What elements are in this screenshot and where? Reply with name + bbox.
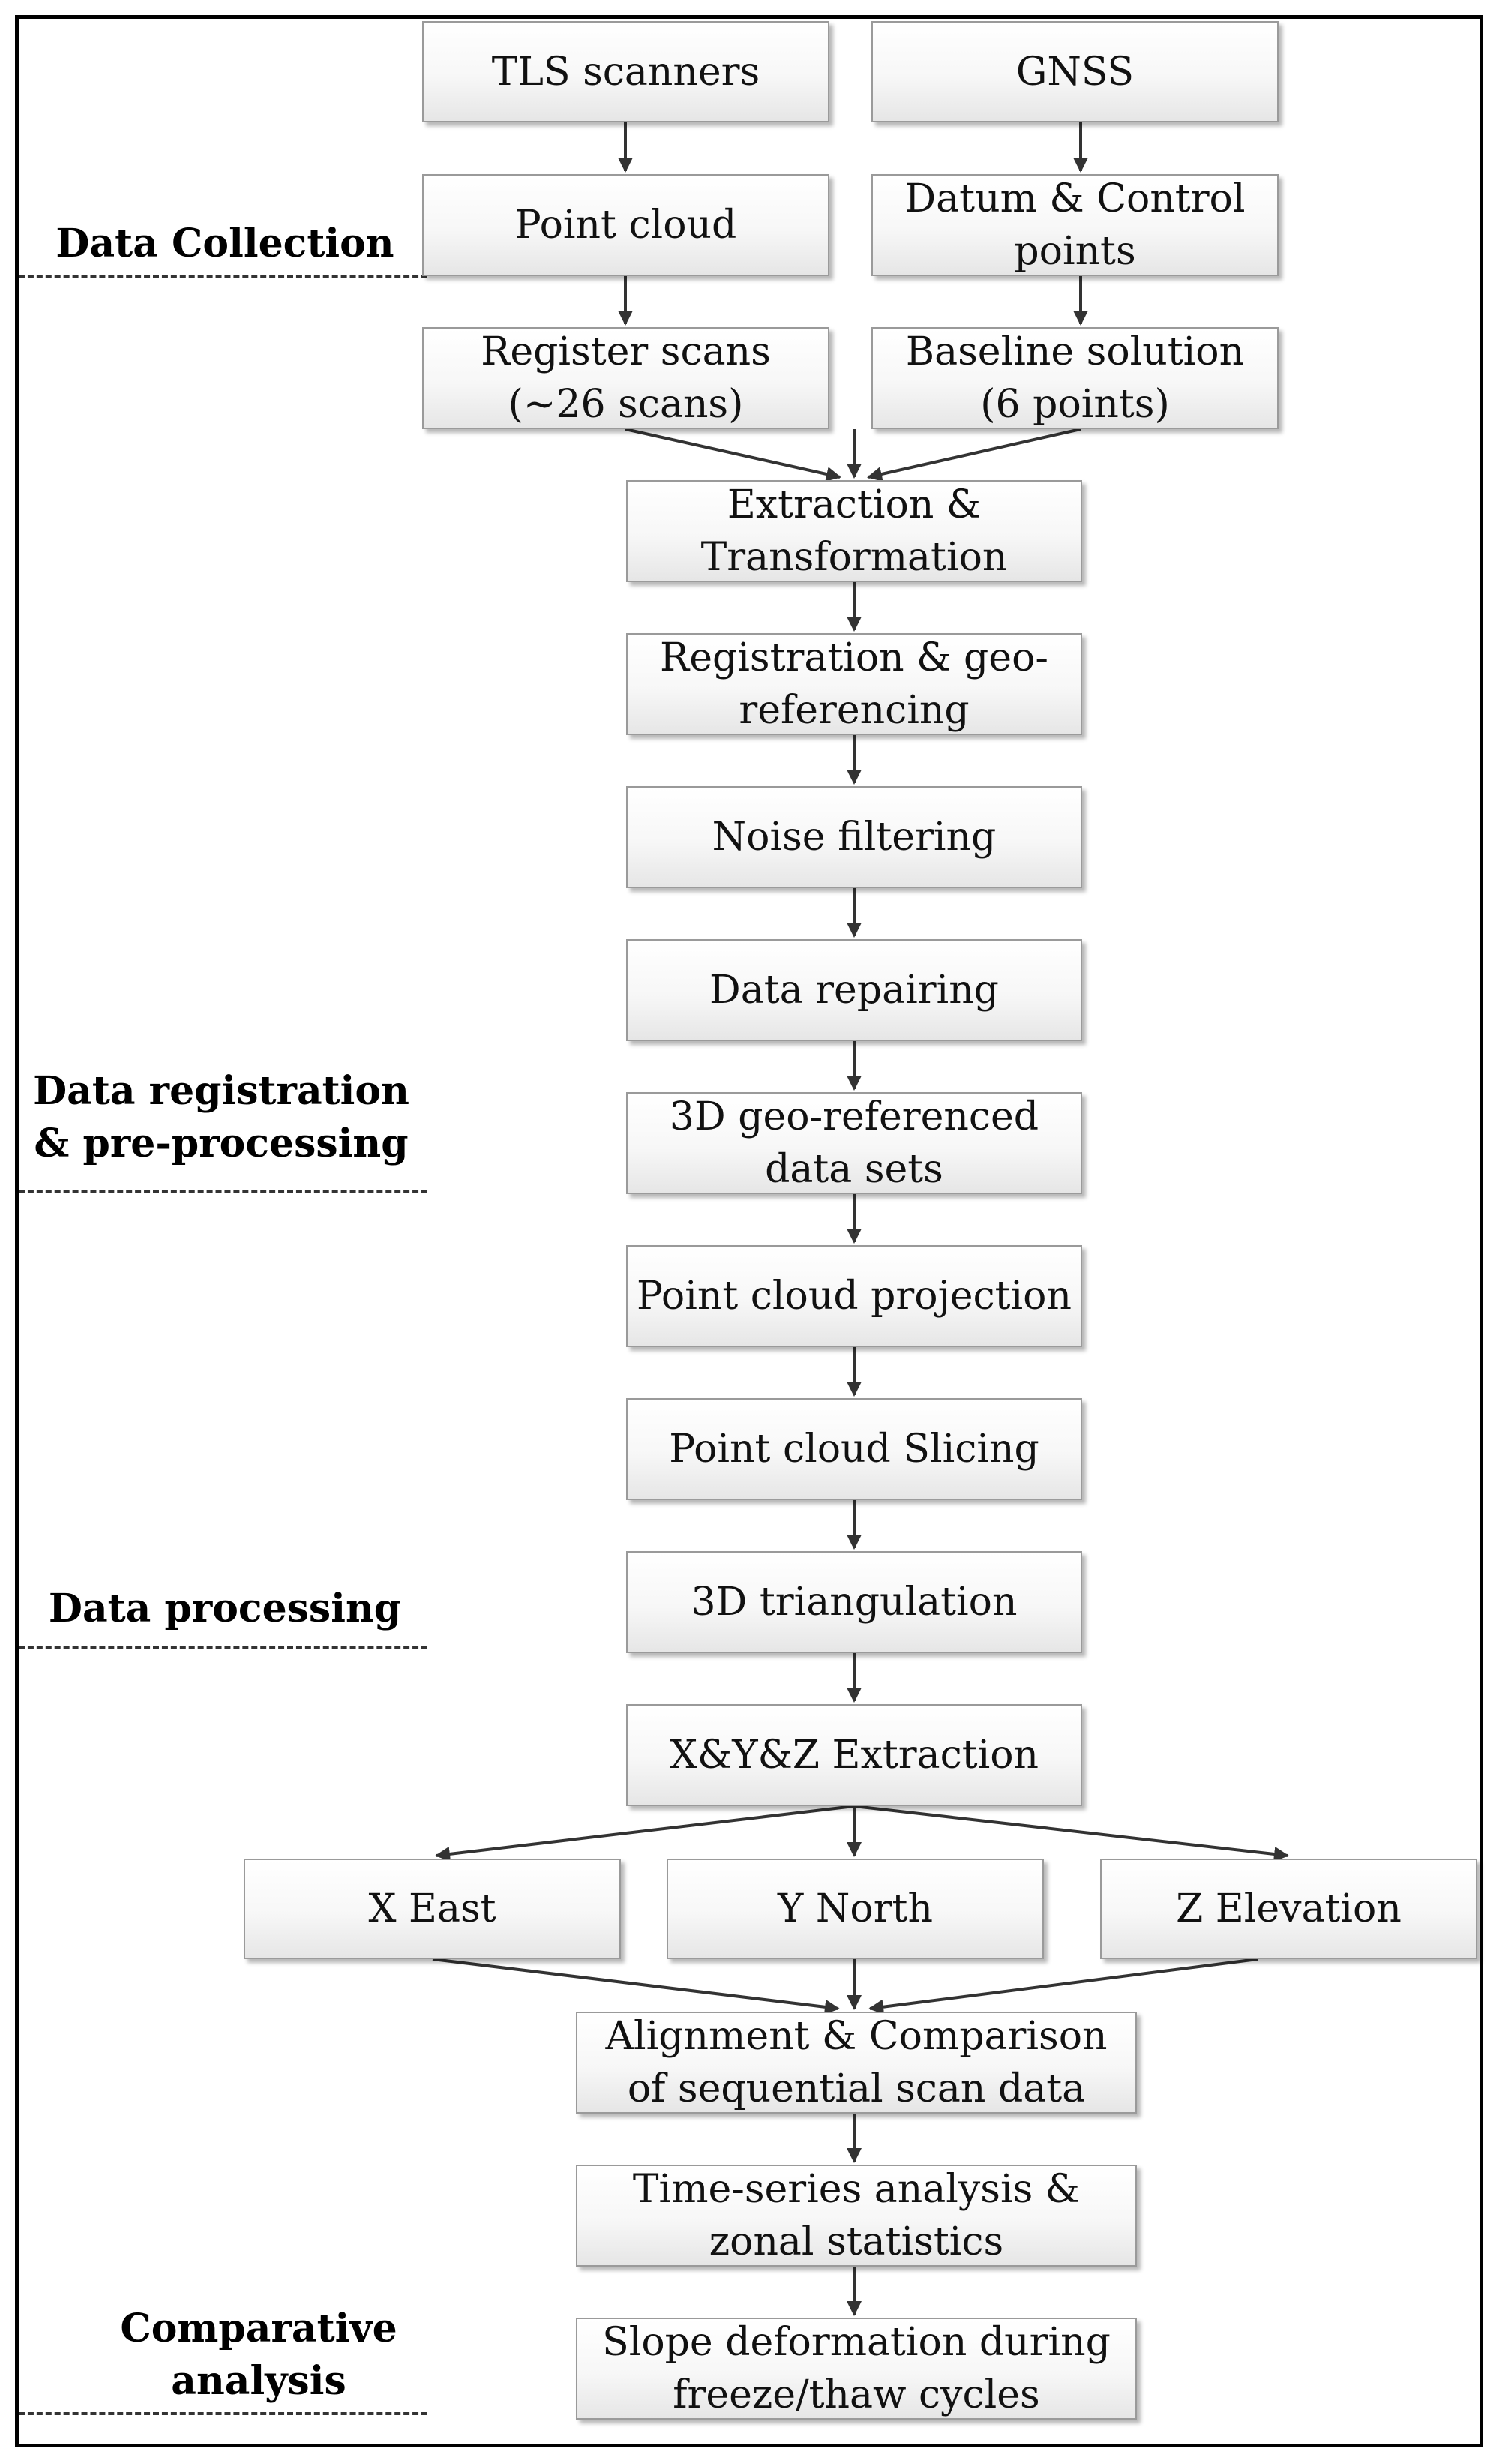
node-xyz-extraction: X&Y&Z Extraction [626, 1704, 1082, 1806]
section-label-data-registration: Data registration & pre-processing [33, 1068, 409, 1166]
arrow-zelev-to-alignment [868, 1958, 1258, 2015]
node-z-elevation: Z Elevation [1100, 1859, 1477, 1959]
node-time-series-analysis: Time-series analysis & zonal statistics [576, 2165, 1137, 2267]
node-baseline-solution: Baseline solution (6 points) [871, 327, 1279, 429]
section-label-comparative-analysis: Comparative analysis [120, 2306, 397, 2404]
node-alignment-comparison: Alignment & Comparison of sequential sca… [576, 2012, 1137, 2114]
node-registration-georeferencing: Registration & geo- referencing [626, 633, 1082, 735]
node-slope-deformation: Slope deformation during freeze/thaw cyc… [576, 2318, 1137, 2420]
node-point-cloud-projection: Point cloud projection [626, 1245, 1082, 1347]
node-extraction-transformation: Extraction & Transformation [626, 480, 1082, 582]
node-register-scans: Register scans (~26 scans) [422, 327, 829, 429]
section-divider-registration [19, 1190, 427, 1193]
arrow-xeast-to-alignment [432, 1958, 840, 2015]
arrow-xyz-to-xeast [435, 1805, 855, 1862]
node-tls-scanners: TLS scanners [422, 21, 829, 122]
node-noise-filtering: Noise filtering [626, 786, 1082, 888]
section-divider-collection [19, 275, 427, 278]
node-y-north: Y North [667, 1859, 1044, 1959]
arrow-baseline-to-extraction [867, 428, 1081, 482]
node-point-cloud-slicing: Point cloud Slicing [626, 1398, 1082, 1500]
node-x-east: X East [244, 1859, 621, 1959]
node-3d-triangulation: 3D triangulation [626, 1551, 1082, 1653]
section-divider-processing [19, 1646, 427, 1649]
arrow-xyz-to-zelev [853, 1805, 1289, 1862]
section-label-data-processing: Data processing [48, 1586, 402, 1631]
node-data-repairing: Data repairing [626, 939, 1082, 1041]
diagram-frame [15, 15, 1483, 2447]
section-divider-comparative [19, 2412, 427, 2415]
section-label-data-collection: Data Collection [55, 221, 394, 266]
arrow-register-to-extraction [625, 428, 841, 482]
node-3d-georeferenced-data-sets: 3D geo-referenced data sets [626, 1092, 1082, 1194]
node-point-cloud: Point cloud [422, 174, 829, 276]
node-datum-control-points: Datum & Control points [871, 174, 1279, 276]
node-gnss: GNSS [871, 21, 1279, 122]
